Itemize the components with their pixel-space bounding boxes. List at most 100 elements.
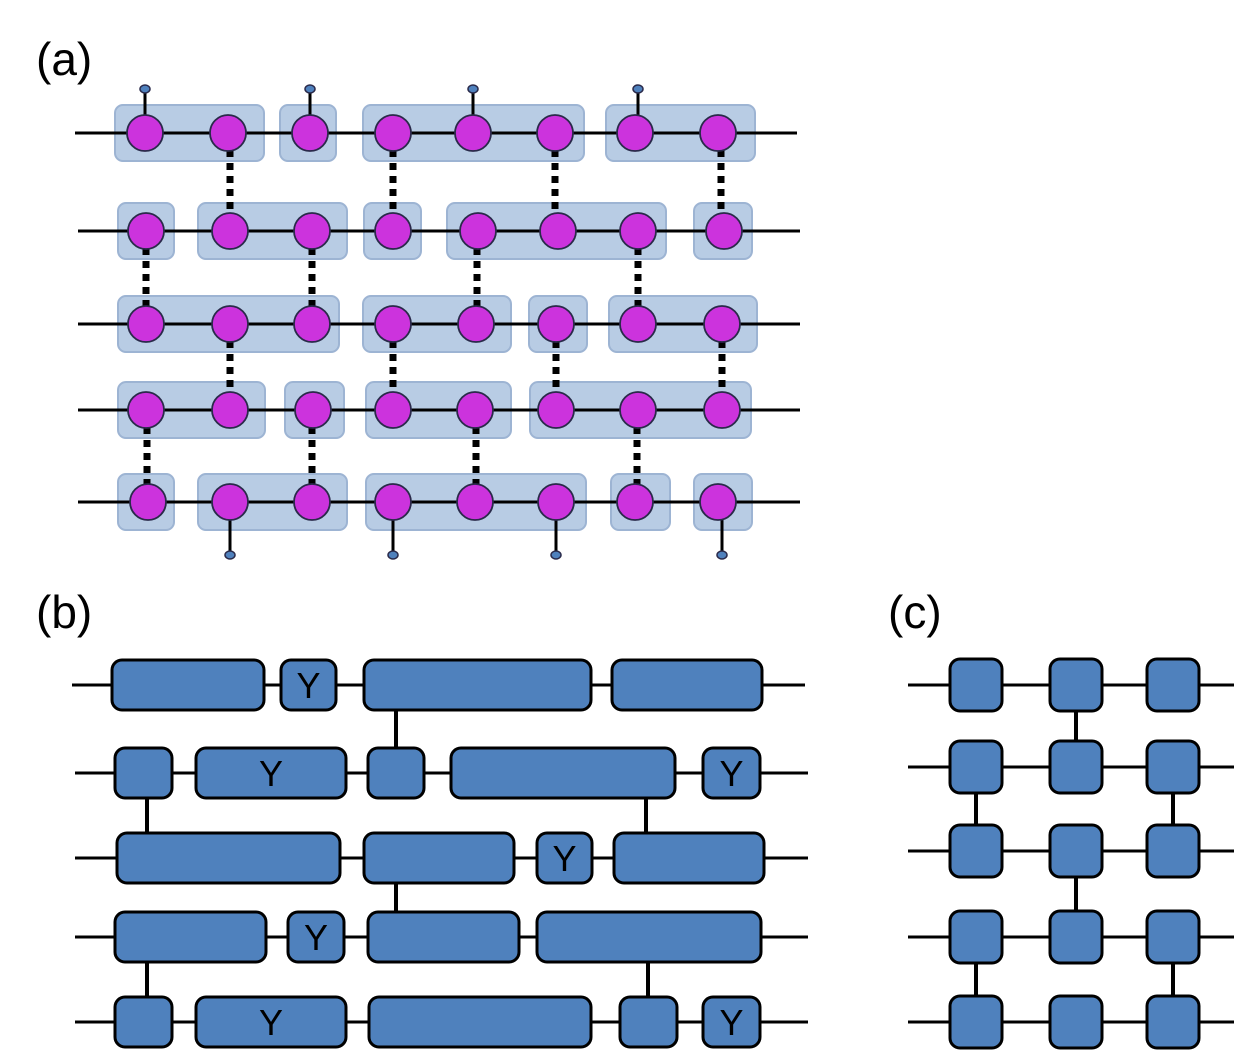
physical-leg-top-end-3 [467, 84, 479, 94]
tensor-node-2-8 [705, 212, 743, 250]
tensor-node-3-4 [374, 305, 412, 343]
c-tensor-block-4-2 [1048, 909, 1104, 965]
c-tensor-block-4-1 [948, 909, 1004, 965]
b-y-label-5-5: Y [719, 1002, 743, 1043]
panel-c-network [908, 657, 1234, 1050]
b-y-label-3-3: Y [552, 838, 576, 879]
tensor-node-5-6 [537, 483, 575, 521]
tensor-node-4-7 [619, 391, 657, 429]
physical-leg-top-end-2 [304, 84, 316, 94]
tensor-node-2-6 [539, 212, 577, 250]
b-tensor-block-2-1 [113, 746, 174, 800]
b-y-label-2-2: Y [259, 753, 283, 794]
tensor-node-2-5 [459, 212, 497, 250]
c-tensor-block-5-3 [1145, 994, 1201, 1050]
tensor-node-4-3 [294, 391, 332, 429]
b-tensor-block-2-4 [449, 746, 677, 800]
b-tensor-block-3-1 [115, 831, 342, 885]
panel-b: (b) Y Y Y Y Y Y Y [36, 586, 808, 1049]
tensor-node-4-4 [374, 391, 412, 429]
panel-a: (a) [36, 33, 800, 560]
tensor-node-4-1 [127, 391, 165, 429]
tensor-node-5-4 [374, 483, 412, 521]
panel-c-label: (c) [888, 586, 942, 638]
c-tensor-block-4-3 [1145, 909, 1201, 965]
b-tensor-block-5-2 [194, 995, 348, 1049]
c-tensor-block-2-3 [1145, 739, 1201, 795]
panel-c: (c) [888, 586, 1234, 1050]
tensor-node-1-2 [209, 114, 247, 152]
tensor-node-5-2 [211, 483, 249, 521]
b-tensor-block-1-1 [110, 658, 266, 712]
b-tensor-block-2-5 [701, 746, 762, 800]
b-tensor-block-3-2 [362, 831, 516, 885]
tensor-node-1-7 [616, 114, 654, 152]
tensor-node-5-7 [616, 483, 654, 521]
tensor-node-3-1 [127, 305, 165, 343]
tensor-node-4-8 [703, 391, 741, 429]
b-y-label-5-2: Y [259, 1002, 283, 1043]
tensor-node-3-5 [457, 305, 495, 343]
b-tensor-block-5-3 [367, 995, 593, 1049]
tensor-node-1-3 [291, 114, 329, 152]
c-tensor-block-5-2 [1048, 994, 1104, 1050]
panel-b-label: (b) [36, 586, 92, 638]
physical-leg-top-end-4 [632, 84, 644, 94]
b-y-label-1-2: Y [296, 665, 320, 706]
panel-a-label: (a) [36, 33, 92, 85]
c-tensor-block-1-1 [948, 657, 1004, 713]
c-tensor-block-1-2 [1048, 657, 1104, 713]
panel-a-network [75, 84, 800, 560]
tensor-node-3-7 [619, 305, 657, 343]
tensor-node-2-3 [293, 212, 331, 250]
b-tensor-block-3-3 [535, 831, 594, 885]
c-tensor-block-2-2 [1048, 739, 1104, 795]
b-tensor-block-2-3 [366, 746, 426, 800]
c-tensor-block-3-1 [948, 823, 1004, 879]
c-tensor-block-1-3 [1145, 657, 1201, 713]
tensor-node-2-7 [619, 212, 657, 250]
b-y-label-4-2: Y [304, 917, 328, 958]
b-tensor-block-4-2 [286, 910, 346, 964]
b-tensor-block-1-2 [279, 658, 338, 712]
tensor-node-3-6 [537, 305, 575, 343]
panel-b-network: Y Y Y Y Y Y Y [72, 658, 808, 1049]
tensor-node-2-4 [374, 212, 412, 250]
tensor-node-4-5 [456, 391, 494, 429]
b-tensor-block-4-3 [366, 910, 521, 964]
tensor-node-1-5 [454, 114, 492, 152]
b-tensor-block-3-4 [612, 831, 766, 885]
tensor-node-5-8 [699, 483, 737, 521]
b-tensor-block-4-1 [113, 910, 268, 964]
b-tensor-block-1-3 [362, 658, 593, 712]
c-tensor-block-2-1 [948, 739, 1004, 795]
c-tensor-block-5-1 [948, 994, 1004, 1050]
physical-leg-bottom-end-4 [716, 550, 728, 560]
b-tensor-block-5-4 [618, 995, 679, 1049]
tensor-node-1-4 [374, 114, 412, 152]
b-y-label-2-5: Y [719, 753, 743, 794]
tensor-node-3-3 [293, 305, 331, 343]
b-tensor-block-5-5 [701, 995, 762, 1049]
tensor-node-4-2 [211, 391, 249, 429]
tensor-node-4-6 [537, 391, 575, 429]
physical-leg-bottom-end-1 [224, 550, 236, 560]
tensor-node-2-2 [211, 212, 249, 250]
tensor-node-1-8 [699, 114, 737, 152]
c-tensor-block-3-3 [1145, 823, 1201, 879]
c-tensor-block-3-2 [1048, 823, 1104, 879]
physical-leg-bottom-end-3 [550, 550, 562, 560]
physical-leg-bottom-end-2 [387, 550, 399, 560]
tensor-node-1-1 [126, 114, 164, 152]
b-tensor-block-1-4 [610, 658, 764, 712]
tensor-node-2-1 [127, 212, 165, 250]
b-tensor-block-2-2 [194, 746, 348, 800]
tensor-node-5-5 [456, 483, 494, 521]
physical-leg-top-end-1 [139, 84, 151, 94]
tensor-node-3-2 [211, 305, 249, 343]
tensor-node-5-3 [293, 483, 331, 521]
tensor-node-3-8 [703, 305, 741, 343]
b-tensor-block-5-1 [113, 995, 174, 1049]
tensor-node-1-6 [536, 114, 574, 152]
